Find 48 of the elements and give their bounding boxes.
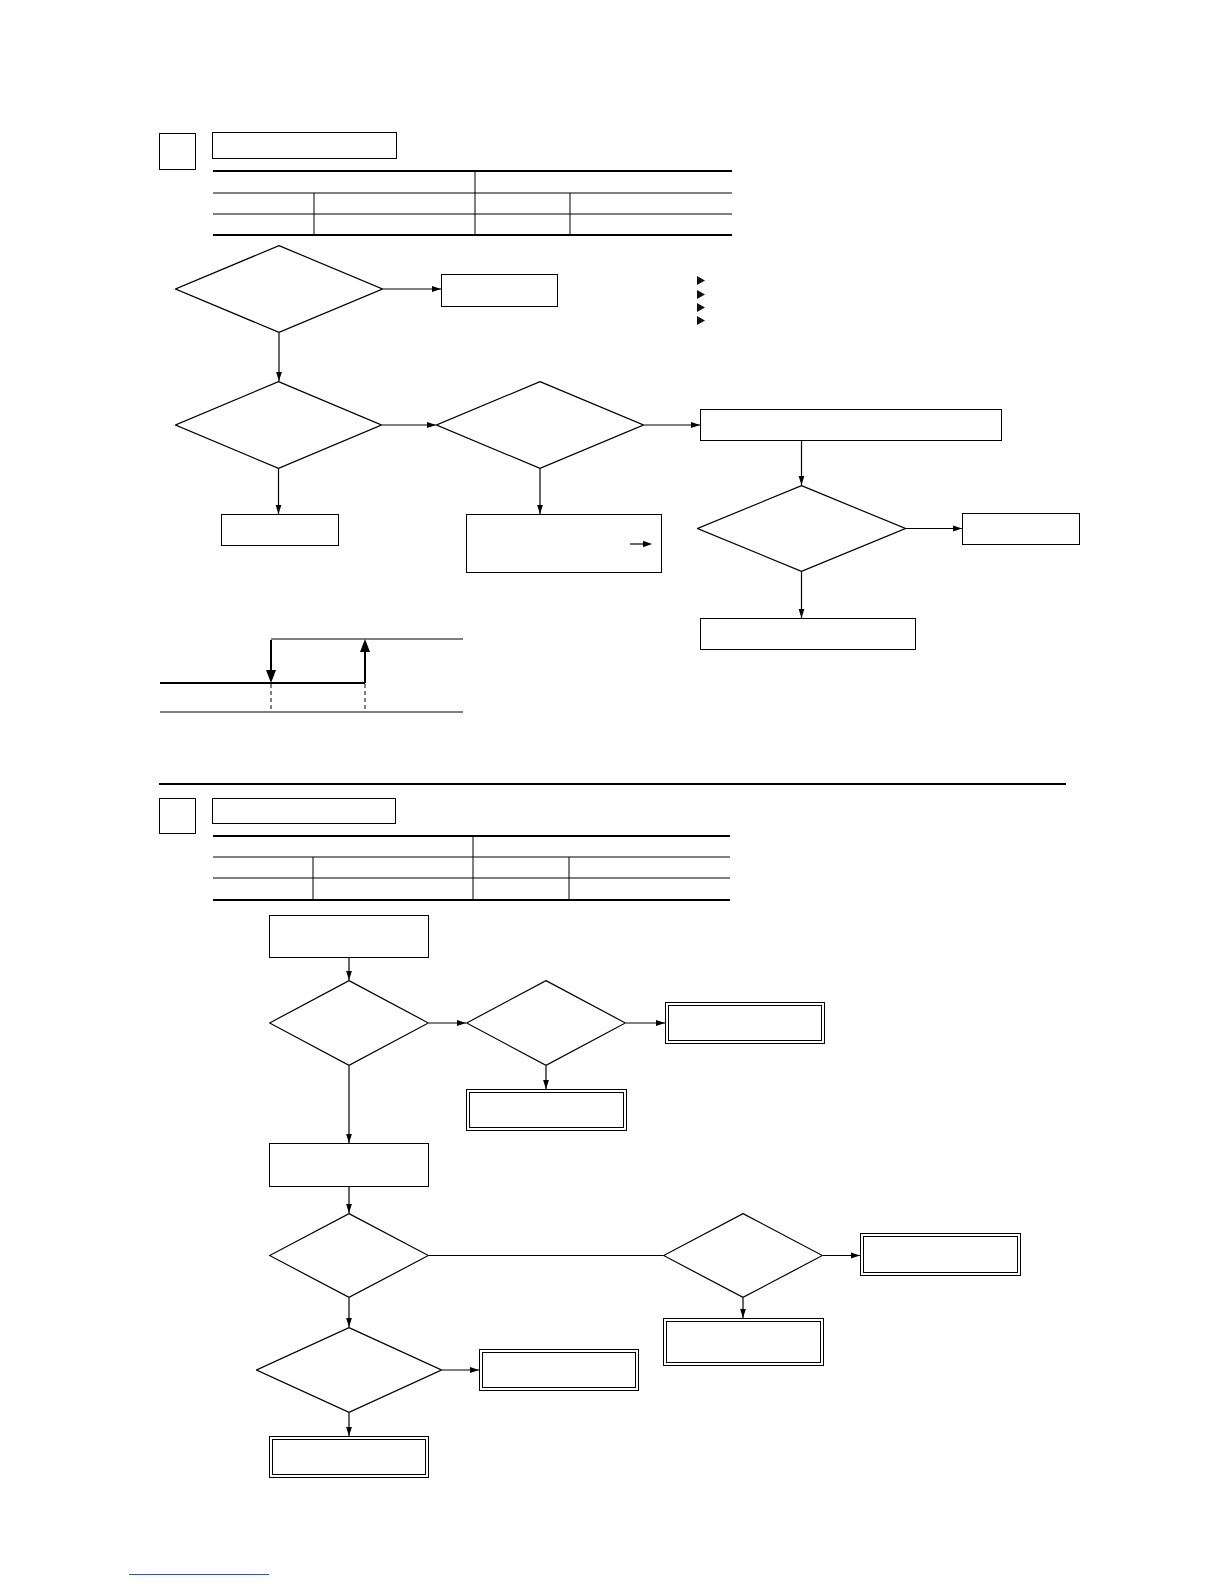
decision-diamond — [466, 980, 626, 1066]
result-box — [860, 1233, 1021, 1276]
arrow — [543, 1065, 549, 1090]
heading-box — [212, 132, 397, 159]
arrow — [382, 286, 442, 292]
arrow — [346, 1065, 352, 1144]
arrow — [275, 468, 282, 515]
arrow — [428, 1020, 467, 1026]
heading-box — [212, 798, 396, 824]
arrow — [822, 1252, 861, 1259]
decision-diamond — [663, 1213, 823, 1298]
process-box — [269, 915, 429, 958]
process-box — [221, 514, 339, 546]
arrow — [346, 1412, 352, 1437]
arrow — [740, 1297, 746, 1319]
process-box — [700, 618, 916, 650]
arrow — [625, 1020, 666, 1026]
result-box — [466, 1089, 627, 1131]
decision-diamond — [697, 485, 906, 572]
process-box — [269, 1143, 429, 1187]
arrow — [643, 422, 701, 428]
decision-diamond — [436, 381, 644, 469]
arrow — [346, 1297, 352, 1328]
number-box — [159, 798, 196, 834]
decision-diamond — [175, 245, 383, 333]
arrow — [537, 468, 543, 515]
arrow — [381, 422, 437, 428]
decision-diamond — [256, 1327, 442, 1413]
arrow — [346, 957, 352, 981]
result-box — [479, 1349, 639, 1391]
arrow — [441, 1367, 480, 1373]
arrow — [276, 332, 282, 382]
process-box — [962, 513, 1080, 545]
result-box — [665, 1002, 825, 1044]
process-box — [700, 409, 1002, 441]
decision-diamond — [175, 381, 382, 469]
connector-line — [428, 1254, 664, 1257]
process-box — [441, 274, 558, 307]
arrow — [798, 571, 805, 619]
decision-diamond — [269, 1213, 429, 1298]
arrow — [905, 525, 963, 532]
result-box — [269, 1436, 429, 1478]
decision-diamond — [269, 980, 429, 1066]
process-box — [466, 514, 662, 573]
result-box — [663, 1318, 824, 1366]
arrow — [346, 1186, 352, 1214]
number-box — [159, 133, 196, 170]
arrow — [798, 440, 805, 486]
